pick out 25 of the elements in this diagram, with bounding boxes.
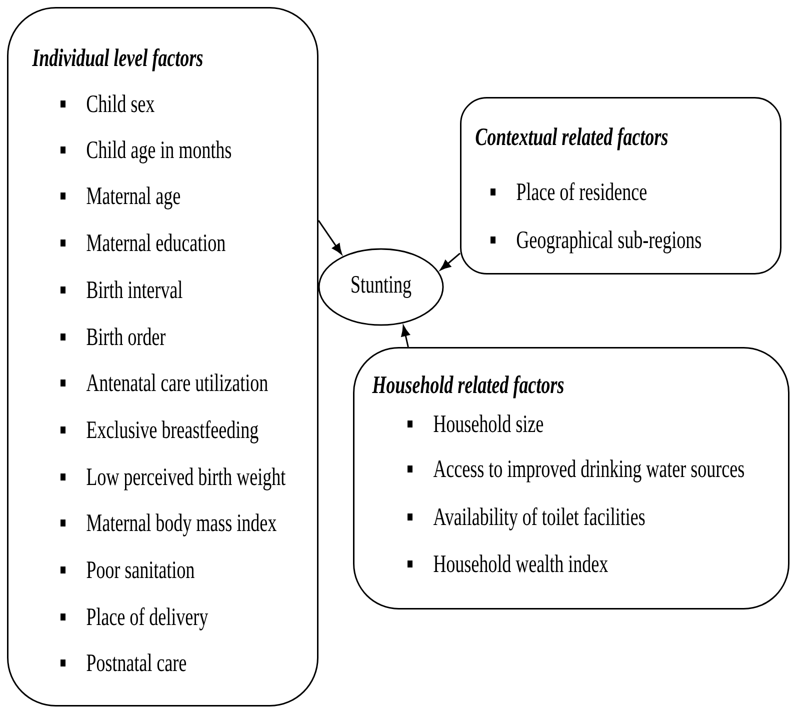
list-item: Place of delivery — [86, 607, 208, 630]
list-item: Geographical sub-regions — [516, 230, 701, 254]
box-heading: Household related factors — [372, 375, 564, 398]
arrow — [440, 252, 460, 270]
list-item: Household size — [434, 414, 544, 432]
list-item: Poor sanitation — [86, 561, 194, 578]
arrow — [318, 220, 342, 254]
list-item: Antenatal care utilization — [86, 374, 268, 392]
list-item: Availability of toilet facilities — [433, 507, 645, 530]
list-item: Household wealth index — [434, 554, 608, 572]
list-item: Low perceived birth weight — [86, 468, 286, 490]
list-item: Access to improved drinking water sources — [433, 460, 744, 482]
list-item: Maternal age — [86, 186, 180, 210]
box-heading: Individual level factors — [32, 48, 203, 72]
arrow — [401, 326, 410, 348]
list-item: Child age in months — [86, 140, 232, 164]
list-item: Maternal education — [86, 234, 226, 252]
list-item: Place of residence — [516, 182, 646, 200]
list-item: Exclusive breastfeeding — [86, 420, 258, 444]
list-item: Birth interval — [86, 280, 182, 298]
list-item: Child sex — [86, 94, 154, 112]
list-item: Birth order — [86, 328, 166, 346]
list-item: Maternal body mass index — [86, 514, 276, 536]
box-heading: Contextual related factors — [476, 127, 668, 150]
list-item: Postnatal care — [86, 654, 186, 672]
